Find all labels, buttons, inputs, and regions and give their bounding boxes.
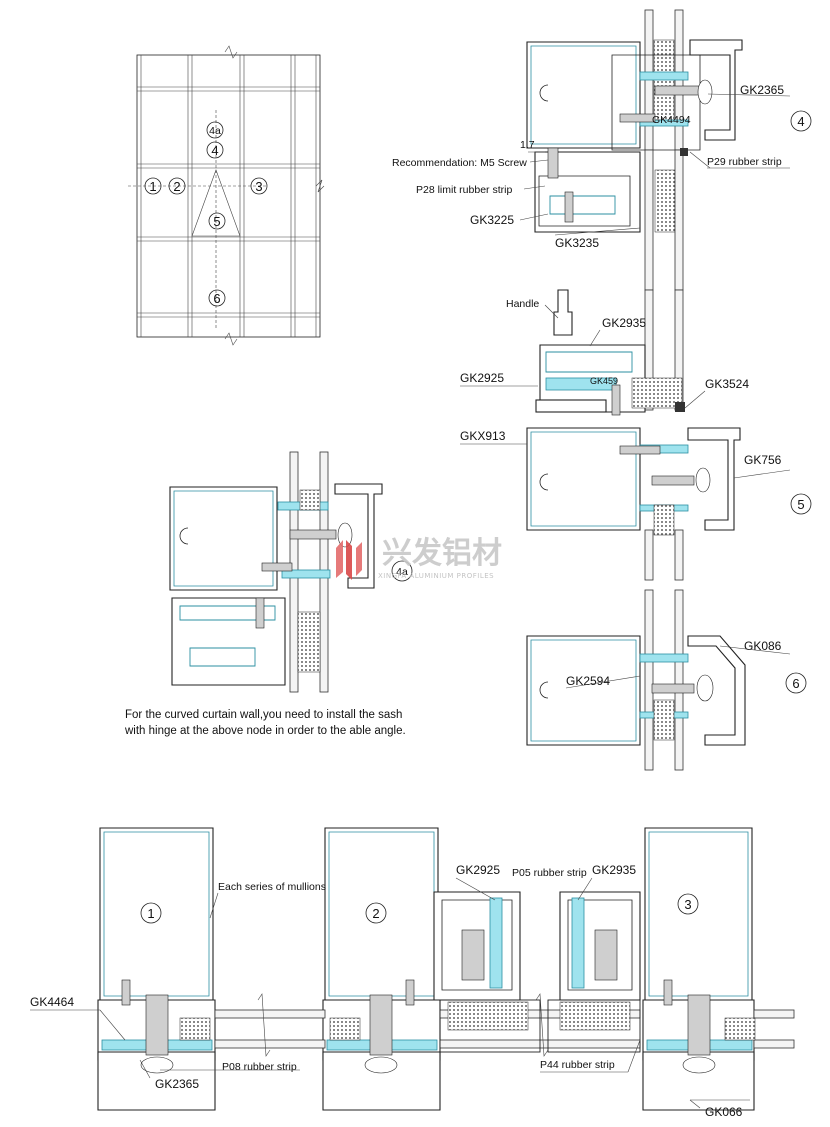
- label-p29: P29 rubber strip: [707, 156, 782, 168]
- label-gk066: GK066: [705, 1105, 743, 1119]
- label-p05: P05 rubber strip: [512, 867, 587, 879]
- marker-h-1: 1: [147, 906, 154, 921]
- label-handle: Handle: [506, 298, 539, 310]
- label-p08: P08 rubber strip: [222, 1061, 297, 1073]
- dimension-1-7: 1.7: [520, 139, 535, 151]
- label-gk459: GK459: [590, 376, 618, 386]
- watermark-logo: 兴发铝材 XINGFA ALUMINIUM PROFILES: [336, 536, 502, 580]
- label-gk756: GK756: [744, 453, 782, 467]
- marker-node-5: 5: [797, 497, 804, 512]
- marker-h-3: 3: [684, 897, 691, 912]
- elevation-grid: [128, 45, 325, 346]
- node-5-section: [526, 289, 741, 581]
- label-p28: P28 limit rubber strip: [416, 184, 512, 196]
- horizontal-section: [97, 827, 795, 1111]
- note-line-1: For the curved curtain wall,you need to …: [125, 709, 402, 721]
- label-gk4494: GK4494: [652, 114, 691, 126]
- label-gkx913: GKX913: [460, 429, 506, 443]
- label-gk3225: GK3225: [470, 213, 514, 227]
- elevation-markers: 4a 4 1 2 3 5 6: [144, 121, 268, 307]
- horizontal-section-labels: 1 2 3 Each series of mullions GK4464 GK2…: [30, 863, 750, 1119]
- node-6-labels: GK086 GK2594 6: [565, 639, 807, 694]
- label-gk3524: GK3524: [705, 377, 749, 391]
- marker-node-6: 6: [792, 676, 799, 691]
- watermark-en: XINGFA ALUMINIUM PROFILES: [378, 572, 494, 580]
- label-gk2935: GK2935: [602, 316, 646, 330]
- label-gk086: GK086: [744, 639, 782, 653]
- label-p44: P44 rubber strip: [540, 1059, 615, 1071]
- label-m5-screw: Recommendation: M5 Screw: [392, 157, 527, 169]
- node-4-labels: 1.7 Recommendation: M5 Screw P28 limit r…: [392, 83, 812, 250]
- label-gk2365: GK2365: [740, 83, 784, 97]
- marker-6: 6: [213, 291, 220, 306]
- label-gk2925: GK2925: [456, 863, 500, 877]
- label-mullions: Each series of mullions: [218, 881, 326, 893]
- label-gk3235: GK3235: [555, 236, 599, 250]
- marker-5: 5: [213, 214, 220, 229]
- label-gk4464: GK4464: [30, 995, 74, 1009]
- label-gk2925: GK2925: [460, 371, 504, 385]
- node-4-section: [526, 9, 743, 291]
- marker-2: 2: [173, 179, 180, 194]
- marker-4: 4: [211, 143, 218, 158]
- watermark-cn: 兴发铝材: [382, 536, 502, 571]
- elevation-frame: [136, 54, 321, 338]
- node-5-labels: Handle GK2935 GK2925 GK459 GK3524 GKX913…: [460, 298, 812, 515]
- label-gk2935: GK2935: [592, 863, 636, 877]
- node-4a-labels: 4a For the curved curtain wall,you need …: [124, 560, 413, 737]
- marker-1: 1: [149, 179, 156, 194]
- marker-h-2: 2: [372, 906, 379, 921]
- node-6-section: [526, 589, 746, 771]
- marker-node-4a: 4a: [396, 566, 408, 578]
- note-line-2: with hinge at the above node in order to…: [124, 725, 406, 737]
- marker-node-4: 4: [797, 114, 804, 129]
- marker-4a: 4a: [209, 125, 221, 137]
- label-gk2365: GK2365: [155, 1077, 199, 1091]
- marker-3: 3: [255, 179, 262, 194]
- node-4a-section: [169, 451, 383, 693]
- label-gk2594: GK2594: [566, 674, 610, 688]
